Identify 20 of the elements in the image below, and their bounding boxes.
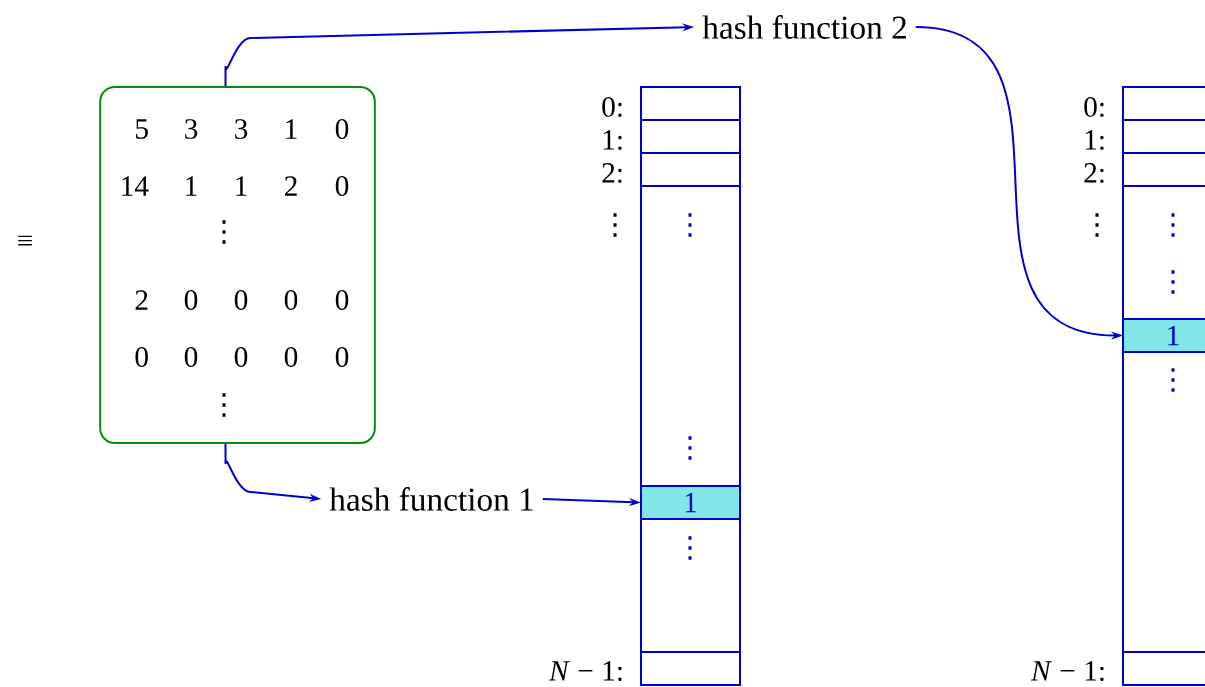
row-index: 2:	[1084, 163, 1104, 183]
hash-function-text: hash function 2	[702, 15, 906, 39]
highlighted-cell: 1	[640, 485, 741, 520]
matrix-box: 5 3 3 1 0 14 1 1 2 0 ⋮ 2 0 0 0 0 0 0 0 0 0 ⋮	[99, 86, 376, 444]
row-index: N − 1:	[548, 661, 622, 681]
equivalence-sign: ≡	[18, 235, 32, 246]
row-index: 1:	[1085, 130, 1104, 150]
ellipsis: ⋮	[1095, 213, 1099, 237]
table-column	[1122, 86, 1205, 686]
ellipsis: ⋮	[688, 213, 692, 237]
ellipsis: ⋮	[613, 213, 617, 237]
row-index: 2:	[602, 163, 622, 183]
table-column	[640, 86, 741, 686]
highlighted-cell: 1	[1122, 318, 1205, 353]
hash-function-text: hash function 1	[329, 487, 533, 511]
ellipsis: ⋮	[1171, 213, 1175, 237]
row-index: N − 1:	[1030, 661, 1104, 681]
row-index: 0:	[602, 97, 622, 117]
row-index: 0:	[1084, 97, 1104, 117]
row-index: 1:	[603, 130, 622, 150]
